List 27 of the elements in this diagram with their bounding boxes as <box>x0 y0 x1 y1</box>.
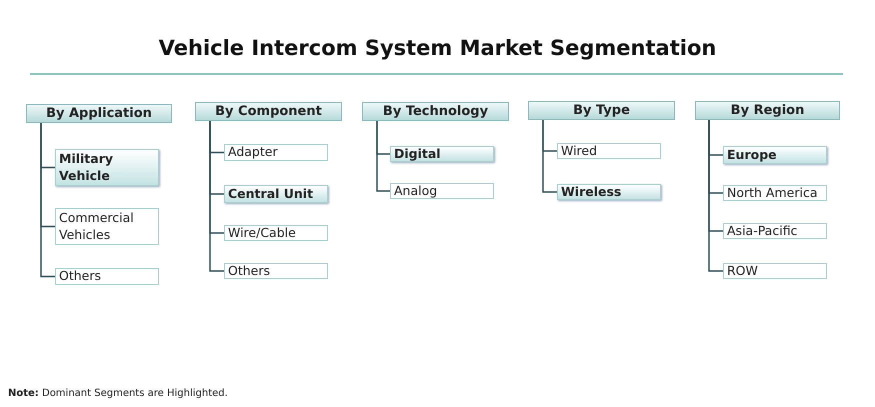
connector-line <box>708 120 723 272</box>
segment-box: Digital <box>390 146 494 162</box>
segment-box: Central Unit <box>224 185 328 203</box>
segment-box: ROW <box>723 263 827 279</box>
segment-header: By Type <box>528 101 675 120</box>
segment-box: Analog <box>390 183 494 199</box>
connector-line <box>40 123 55 278</box>
segment-box: Wireless <box>557 184 661 200</box>
segment-box: Adapter <box>224 144 328 161</box>
connector-line <box>376 121 390 192</box>
segment-header: By Component <box>195 102 342 121</box>
segment-box: North America <box>723 185 827 201</box>
segment-header: By Technology <box>362 102 509 121</box>
segment-header: By Region <box>695 101 840 120</box>
segment-box: Wire/Cable <box>224 225 328 241</box>
connector-line <box>209 121 224 272</box>
connector-line <box>542 120 557 193</box>
segment-box: Wired <box>557 143 661 159</box>
segment-box: Others <box>55 268 159 285</box>
segment-box: Military Vehicle <box>55 149 159 186</box>
segment-box: Europe <box>723 146 827 164</box>
segment-box: Commercial Vehicles <box>55 208 159 245</box>
segment-box: Others <box>224 263 328 279</box>
segment-header: By Application <box>26 104 172 123</box>
chart-title: Vehicle Intercom System Market Segmentation <box>158 36 718 60</box>
segment-box: Asia-Pacific <box>723 223 827 239</box>
note-text: Note: Dominant Segments are Highlighted. <box>8 388 228 399</box>
